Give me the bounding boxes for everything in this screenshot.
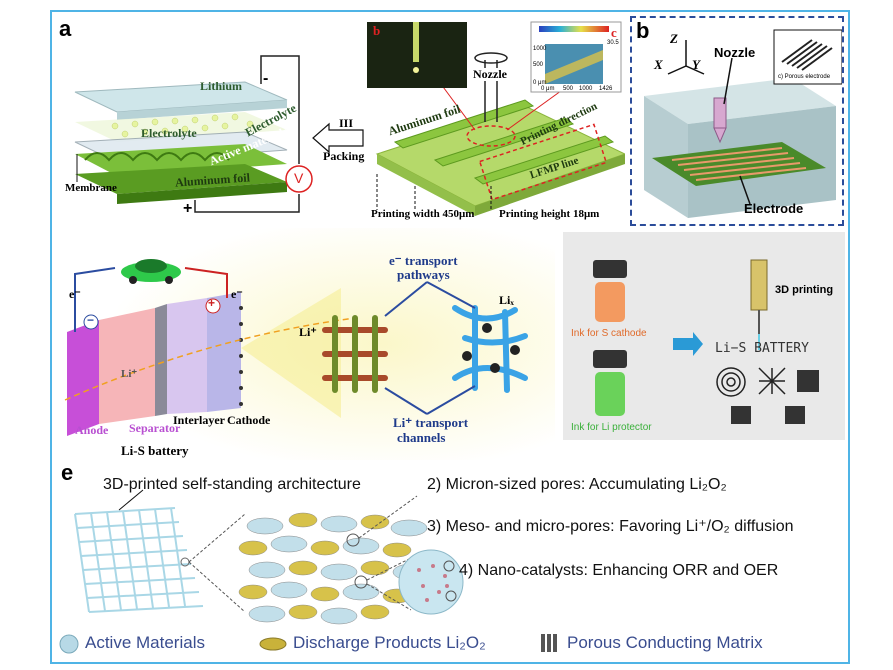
inset-c-x4: 1426 — [599, 86, 613, 92]
inset-c-x3: 1000 — [579, 86, 593, 92]
interlayer-label: Interlayer — [173, 413, 225, 427]
e-transport-line1: e⁻ transport — [389, 253, 458, 268]
inset-c-y1: 1000 — [533, 46, 547, 52]
li-transport-line2: channels — [397, 430, 446, 445]
lix-label: Liₓ — [499, 293, 514, 307]
packing-label: Packing — [323, 149, 365, 163]
separator-label: Separator — [129, 421, 181, 435]
li-transport-line1: Li⁺ transport — [393, 415, 469, 430]
panel-b-drawing — [644, 29, 842, 218]
panel-a: a — [55, 14, 625, 226]
catalyst-item-4: 4) Nano-catalysts: Enhancing ORR and OER — [459, 562, 779, 579]
li-s-battery-label: Li−S BATTERY — [715, 341, 809, 356]
e-transport-line2: pathways — [397, 267, 450, 282]
minus-sign: - — [263, 70, 269, 87]
panel-d-drawing — [593, 259, 819, 424]
pores-item-2: 2) Micron-sized pores: Accumulating Li₂O… — [427, 476, 727, 493]
panel-e-drawing — [59, 489, 557, 654]
inset-c-y3: 0 μm — [533, 80, 547, 86]
porous-electrode-caption: c) Porous electrode — [778, 74, 831, 80]
panel-e-label: e — [61, 462, 74, 485]
membrane-label: Membrane — [65, 182, 117, 194]
anode-label: Anode — [75, 423, 109, 437]
panel-d: d Ink for S cathode Ink for Li protector… — [563, 232, 845, 440]
electrolyte-left-label: Electrolyte — [141, 126, 197, 140]
panel-b: b Z X Y Nozzle Electrode c) Porous elect… — [630, 16, 844, 226]
axis-y: Y — [692, 57, 700, 72]
nozzle-label-b: Nozzle — [714, 45, 756, 60]
inset-b-label: b — [373, 23, 381, 38]
axis-z: Z — [670, 31, 678, 46]
legend-porous-matrix: Porous Conducting Matrix — [567, 633, 763, 652]
voltmeter-label: V — [294, 170, 304, 186]
inset-c-max: 30.5 — [607, 40, 619, 46]
plus-terminal: + — [208, 296, 216, 310]
printing-width-label: Printing width 450μm — [371, 208, 475, 220]
legend-discharge-products: Discharge Products Li₂O₂ — [293, 633, 486, 652]
axis-x: X — [654, 57, 663, 72]
pores-item-3: 3) Meso- and micro-pores: Favoring Li⁺/O… — [427, 518, 794, 535]
panel-b-label: b — [636, 18, 650, 43]
cathode-label: Cathode — [227, 413, 271, 427]
panel-e: e 3D-printed — [55, 462, 847, 662]
li-in-lattice: Li⁺ — [299, 325, 317, 339]
ink-li-label: Ink for Li protector — [571, 422, 652, 433]
printing-label: 3D printing — [775, 284, 834, 296]
legend-active-materials: Active Materials — [85, 633, 205, 652]
lithium-label: Lithium — [200, 79, 243, 93]
inset-c-y2: 500 — [533, 62, 544, 68]
panel-a-label: a — [59, 16, 72, 41]
electrode-label: Electrode — [744, 201, 804, 216]
e-right-label: e⁻ — [231, 287, 243, 301]
panel-c-drawing — [55, 228, 555, 460]
architecture-label: 3D-printed self-standing architecture — [103, 476, 361, 493]
ink-s-label: Ink for S cathode — [571, 328, 647, 339]
printing-height-label: Printing height 18μm — [499, 208, 600, 220]
step-label: III — [339, 116, 354, 130]
inset-c-label: c — [611, 25, 617, 40]
nozzle-label-a: Nozzle — [473, 67, 507, 82]
battery-label: Li-S battery — [121, 443, 189, 458]
minus-terminal: − — [87, 313, 95, 327]
plus-sign: + — [183, 200, 193, 217]
inset-c-x2: 500 — [563, 86, 574, 92]
e-left-label: e⁻ — [69, 287, 81, 301]
li-in-battery: Li⁺ — [121, 368, 138, 380]
inset-c-x1: 0 μm — [541, 86, 555, 92]
panel-a-drawing — [74, 21, 625, 216]
panel-c: c — [55, 228, 555, 460]
